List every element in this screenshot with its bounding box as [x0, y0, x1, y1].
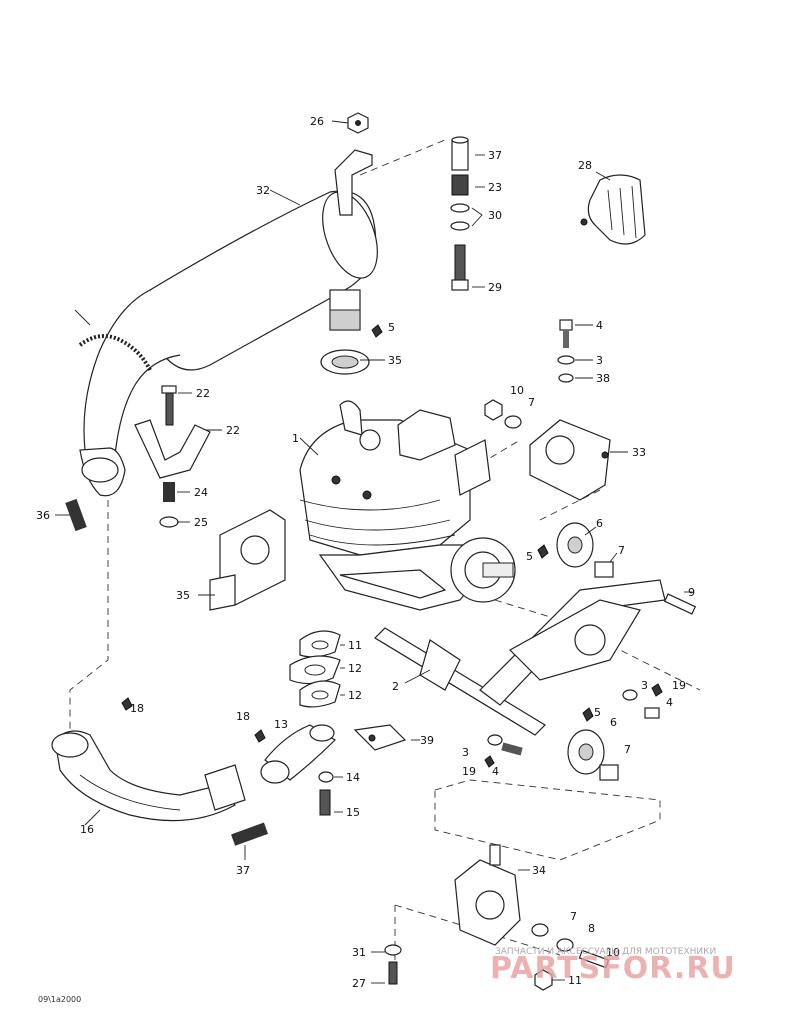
callout-16: 15	[346, 806, 360, 819]
bracket-part-38	[353, 724, 407, 751]
callout-12-upper: 11	[348, 639, 362, 652]
callout-7-lower: 7	[624, 743, 631, 756]
exhaust-elbow-part-14	[254, 724, 336, 784]
callout-19-upper: 19	[672, 679, 686, 692]
cover-part-26	[580, 174, 646, 245]
callout-5-mid: 5	[526, 550, 533, 563]
callout-24: 26	[310, 115, 324, 128]
nut-washer-upper	[484, 399, 522, 429]
callout-3-upper: 3	[596, 354, 603, 367]
damper-group-lower	[567, 707, 619, 781]
callout-10-upper: 9	[688, 586, 695, 599]
callout-19-lower: 19	[462, 765, 476, 778]
callout-34: 35	[388, 354, 402, 367]
mount-bracket-part-31	[529, 419, 611, 501]
bolt-part-10-upper	[663, 593, 697, 615]
spring-part-35-lower	[231, 822, 269, 846]
heat-shield-part-33	[209, 509, 286, 611]
callout-3-mid-left: 3	[462, 746, 469, 759]
watermark-logo: PARTSFOR.RU	[490, 951, 736, 986]
bolt-stack-upper-right	[557, 319, 575, 383]
callout-3-mid-right: 3	[641, 679, 648, 692]
callout-36: 37	[488, 149, 502, 162]
callout-32: 34	[532, 864, 546, 877]
callout-33: 35	[176, 589, 190, 602]
bracket-part-20-group	[134, 385, 211, 528]
fasteners-mid-right	[622, 683, 663, 719]
callout-18-lower: 18	[236, 710, 250, 723]
spring-part-35-upper	[65, 498, 87, 532]
callout-27: 29	[488, 281, 502, 294]
callout-28: 30	[488, 209, 502, 222]
callout-11-upper: 10	[510, 384, 524, 397]
callout-25: 27	[352, 977, 366, 990]
callout-31: 33	[632, 446, 646, 459]
callout-35-upper: 36	[36, 509, 50, 522]
fasteners-bottom-left	[384, 944, 402, 985]
callout-17: 16	[80, 823, 94, 836]
callout-4-mid-left: 4	[492, 765, 499, 778]
spring-wire-part-39	[78, 334, 152, 371]
callout-labels: 26 37 23 30 29 28 32 5 35 4 3 38 10 7 22…	[36, 115, 695, 990]
watermark-tagline: ЗАПЧАСТИ И АКСЕССУАРЫ ДЛЯ МОТОТЕХНИКИ	[495, 947, 716, 957]
callout-35-lower: 37	[236, 864, 250, 877]
callout-5-upper: 5	[388, 321, 395, 334]
drawing-reference-code: 09\1a2000	[38, 995, 81, 1004]
callout-12-lower: 12	[348, 689, 362, 702]
callout-13: 12	[348, 662, 362, 675]
muffler-part-30	[79, 149, 378, 497]
tuned-pipe-part-17	[51, 697, 246, 822]
callout-5-lower: 5	[594, 706, 601, 719]
callout-2: 2	[392, 680, 399, 693]
callout-6-upper: 6	[596, 517, 603, 530]
leader-lines	[55, 120, 692, 984]
callout-22-upper: 23	[488, 181, 502, 194]
engine-mount-part-2	[374, 579, 666, 736]
rear-mount-part-32	[454, 844, 521, 946]
mount-stack-parts	[450, 136, 470, 291]
exhaust-gaskets-12-13	[289, 630, 341, 708]
callout-29: 31	[352, 946, 366, 959]
callout-38: 39	[420, 734, 434, 747]
callout-37: 38	[596, 372, 610, 385]
damper-group-upper	[537, 522, 614, 578]
callout-30: 32	[256, 184, 270, 197]
callout-14: 13	[274, 718, 288, 731]
fasteners-mid-left	[484, 734, 523, 768]
callout-26: 28	[578, 159, 592, 172]
callout-18-upper: 18	[130, 702, 144, 715]
nut-part-24	[347, 112, 369, 134]
callout-15: 14	[346, 771, 360, 784]
callout-7-upper: 7	[618, 544, 625, 557]
callout-22-lower: 24	[194, 486, 208, 499]
callout-8-upper: 7	[528, 396, 535, 409]
callout-6-lower: 6	[610, 716, 617, 729]
callout-21: 22	[196, 387, 210, 400]
fasteners-15-16	[318, 771, 334, 816]
callout-9: 8	[588, 922, 595, 935]
callout-23: 25	[194, 516, 208, 529]
callout-20: 22	[226, 424, 240, 437]
grommet-part-34	[320, 324, 383, 375]
callout-1: 1	[292, 432, 299, 445]
callout-10-lower: 10	[606, 946, 620, 959]
callout-4-mid-right: 4	[666, 696, 673, 709]
callout-11-lower: 11	[568, 974, 582, 987]
engine-part-1	[299, 400, 516, 611]
callout-4-upper: 4	[596, 319, 603, 332]
fasteners-bottom-right	[531, 923, 610, 991]
callout-8-lower: 7	[570, 910, 577, 923]
